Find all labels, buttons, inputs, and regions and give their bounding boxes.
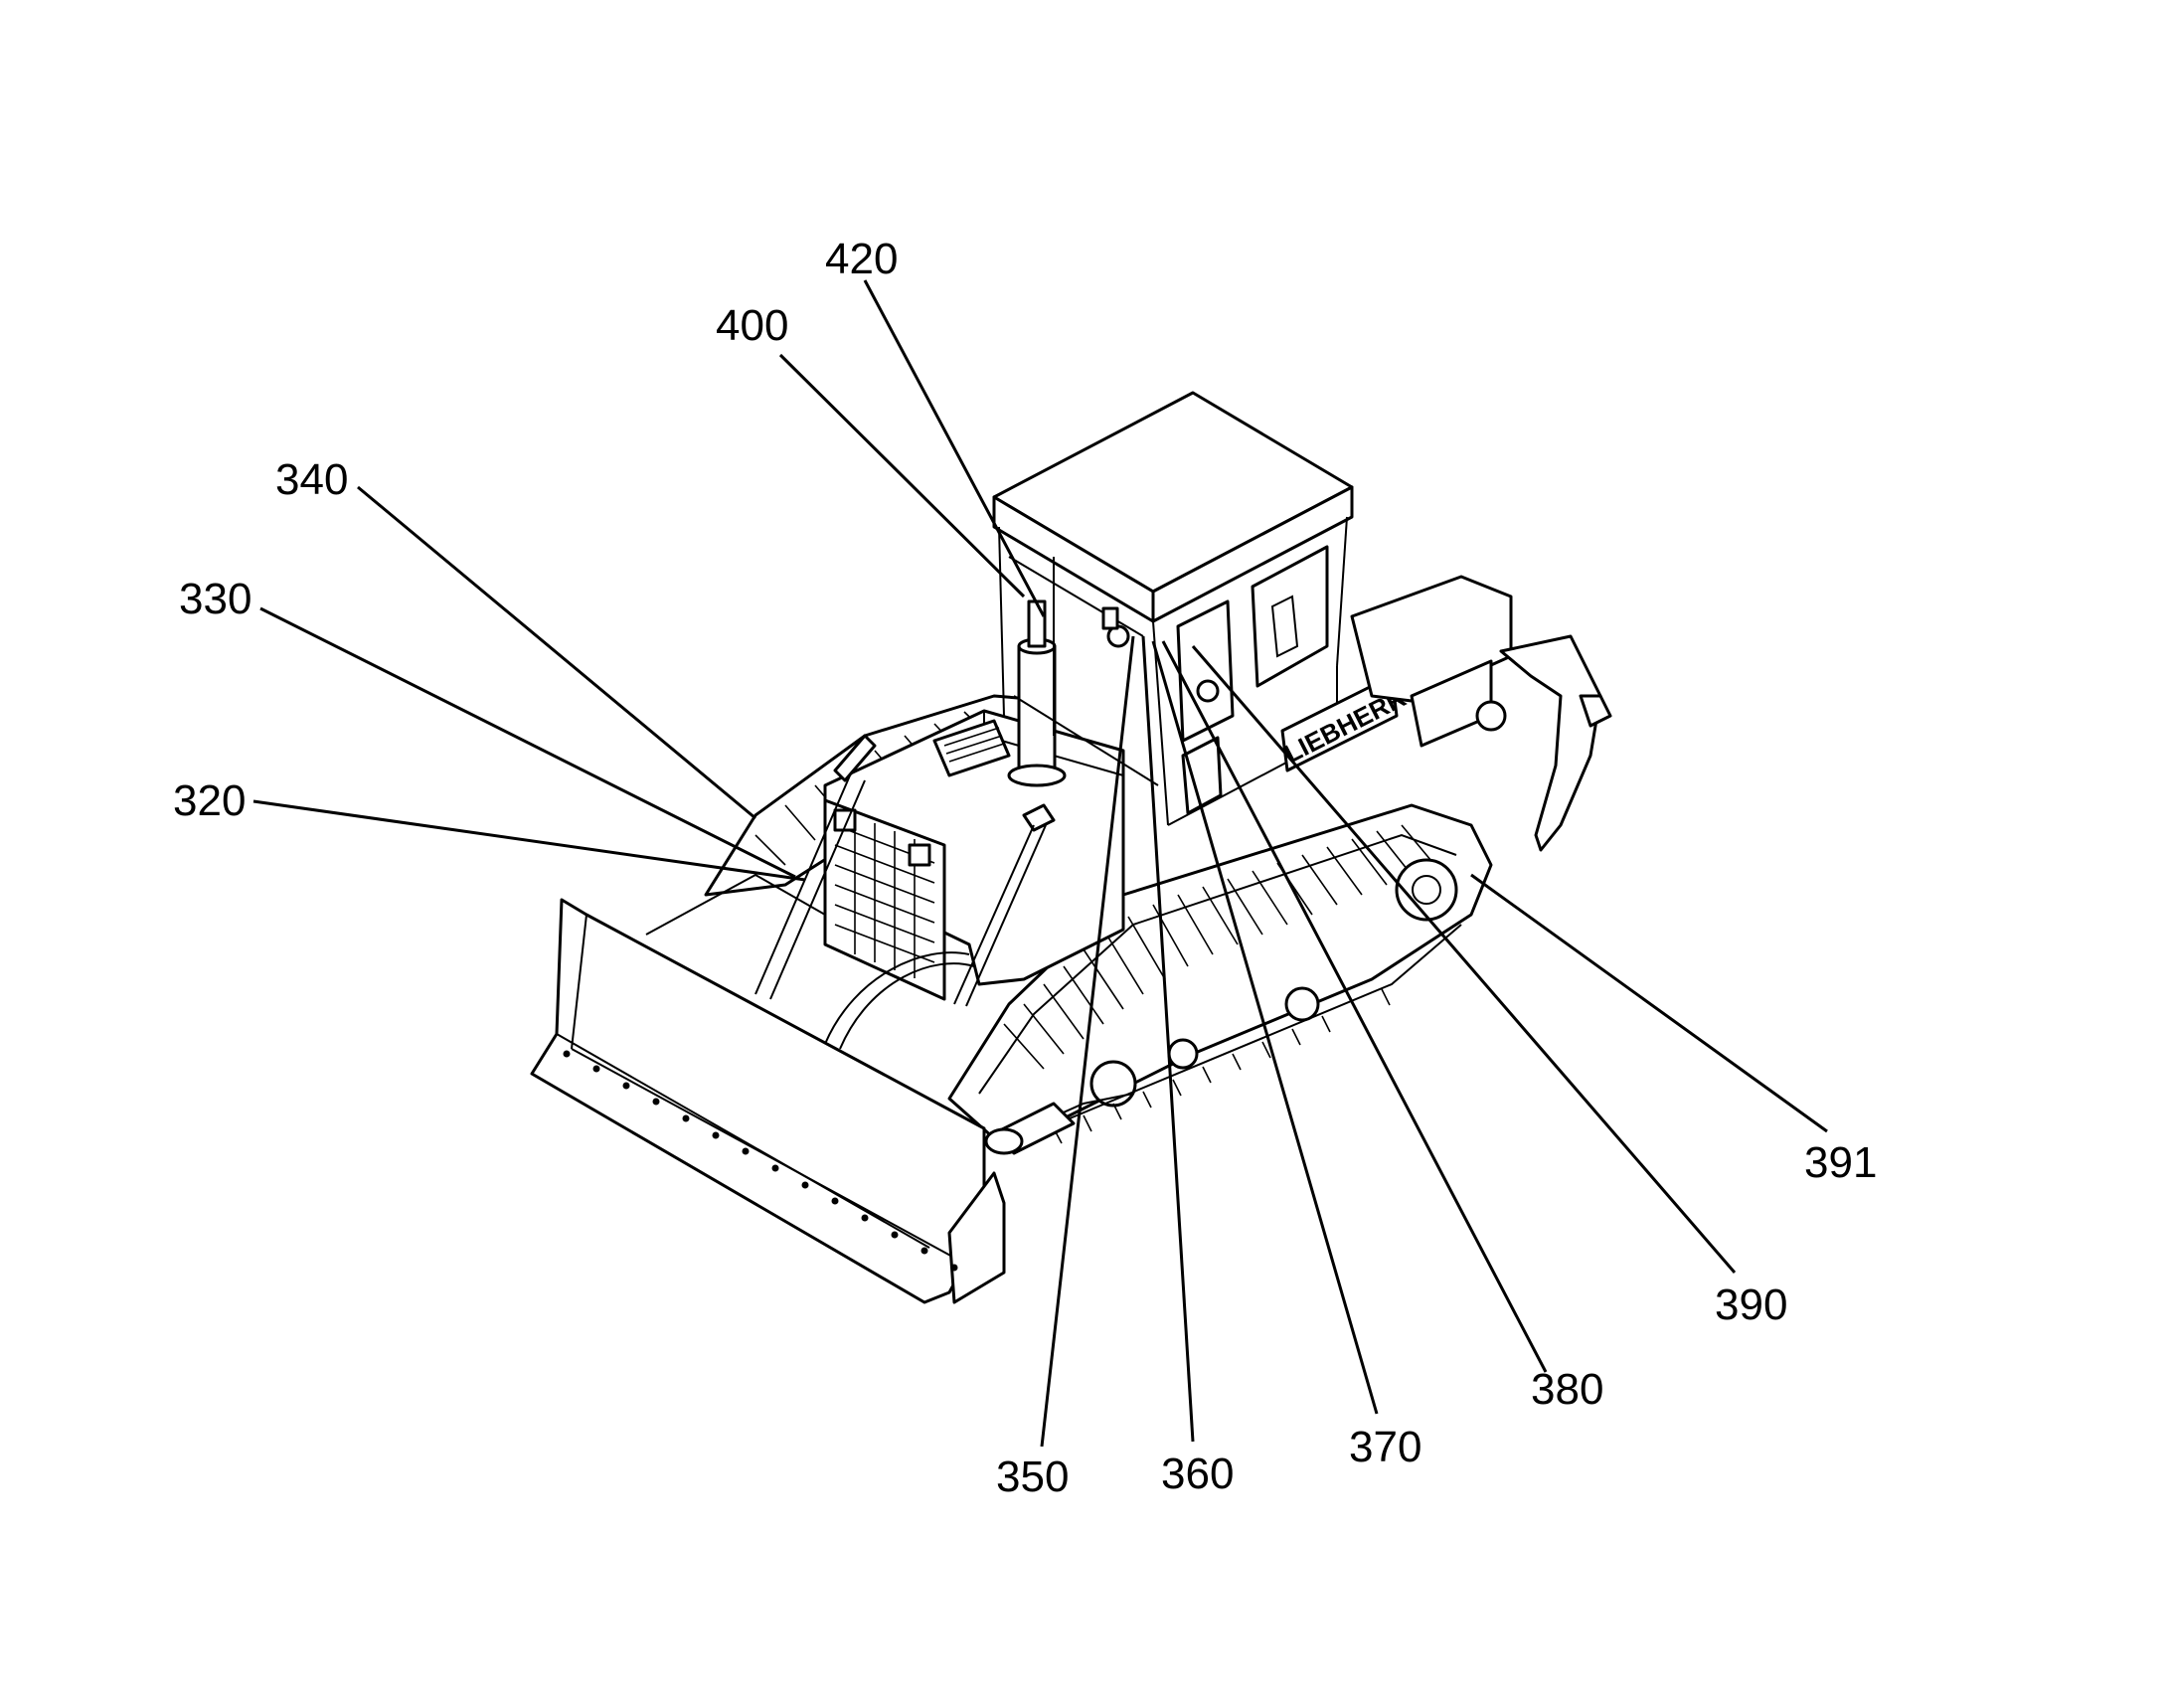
label-390: 390 <box>1715 1281 1787 1329</box>
label-360: 360 <box>1161 1450 1234 1498</box>
cab: LIEBHERR <box>992 391 1411 826</box>
label-420: 420 <box>825 235 898 283</box>
leader-380 <box>1161 640 1548 1373</box>
leader-390 <box>1191 645 1737 1274</box>
label-400: 400 <box>716 301 788 350</box>
leader-400 <box>778 353 1026 598</box>
leader-340 <box>357 485 756 820</box>
label-391: 391 <box>1804 1138 1877 1187</box>
label-340: 340 <box>275 455 348 504</box>
leader-320 <box>252 799 806 882</box>
dozer-blade <box>530 873 1134 1304</box>
leader-370 <box>1151 640 1379 1415</box>
leader-420 <box>863 279 1046 617</box>
leader-391 <box>1470 873 1828 1133</box>
reference-labels: 420 400 340 330 320 350 360 370 380 390 … <box>173 235 1877 1501</box>
bulldozer-drawing: LIEBHERR <box>530 391 1612 1304</box>
leader-lines <box>252 279 1828 1448</box>
leader-360 <box>1141 635 1195 1443</box>
label-380: 380 <box>1531 1365 1603 1414</box>
leader-330 <box>259 606 796 879</box>
ripper <box>1350 575 1612 852</box>
blade-bolts <box>563 1050 958 1272</box>
label-320: 320 <box>173 776 246 825</box>
engine-hood <box>754 599 1125 1007</box>
leader-350 <box>1040 635 1135 1448</box>
label-350: 350 <box>996 1452 1069 1501</box>
label-370: 370 <box>1349 1423 1421 1471</box>
label-330: 330 <box>179 575 251 623</box>
